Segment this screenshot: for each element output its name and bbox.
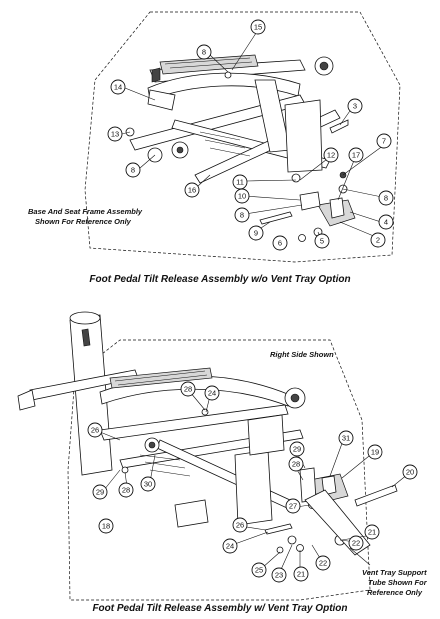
callout-5: 5	[314, 233, 330, 249]
callout-22: 22	[348, 535, 364, 551]
svg-text:13: 13	[111, 130, 119, 139]
svg-text:3: 3	[353, 102, 357, 111]
bottom-side-note: Right Side Shown	[270, 350, 334, 359]
callout-24: 24	[222, 538, 238, 554]
callout-17: 17	[348, 147, 364, 163]
callout-20: 20	[402, 464, 418, 480]
top-diagram: 15 8 14 13 8 16 3 7 8 12 17 11 10 4 8 9 …	[28, 11, 401, 285]
callout-23: 23	[271, 567, 287, 583]
svg-text:18: 18	[102, 522, 110, 531]
vent-tray-note-line2: Tube Shown For	[368, 578, 428, 587]
svg-text:16: 16	[188, 186, 196, 195]
svg-text:28: 28	[292, 460, 300, 469]
vent-tray-note-line1: Vent Tray Support	[362, 568, 427, 577]
bottom-frame	[17, 311, 306, 528]
top-reference-boundary	[84, 11, 401, 263]
callout-22: 22	[315, 555, 331, 571]
callout-8: 8	[234, 207, 250, 223]
svg-text:19: 19	[371, 448, 379, 457]
callout-10: 10	[234, 188, 250, 204]
callout-6: 6	[272, 235, 288, 251]
svg-text:21: 21	[368, 528, 376, 537]
svg-text:2: 2	[376, 236, 380, 245]
callout-27: 27	[285, 498, 301, 514]
svg-text:29: 29	[293, 445, 301, 454]
callout-28: 28	[118, 482, 134, 498]
callout-31: 31	[338, 430, 354, 446]
bottom-caption: Foot Pedal Tilt Release Assembly w/ Vent…	[92, 603, 347, 614]
callout-29: 29	[289, 441, 305, 457]
top-reference-note-line2: Shown For Reference Only	[35, 217, 132, 226]
callout-25: 25	[251, 562, 267, 578]
callout-2: 2	[370, 232, 386, 248]
callout-26: 26	[87, 422, 103, 438]
svg-text:14: 14	[114, 83, 122, 92]
bottom-diagram: 28 24 26 29 28 30 29 28 31 19 20 27 26 2…	[17, 311, 428, 614]
callout-11: 11	[232, 174, 248, 190]
svg-text:20: 20	[406, 468, 414, 477]
svg-text:15: 15	[254, 23, 262, 32]
callout-9: 9	[248, 225, 264, 241]
svg-text:10: 10	[238, 192, 246, 201]
top-callouts: 15 8 14 13 8 16 3 7 8 12 17 11 10 4 8 9 …	[107, 19, 394, 251]
top-seat-frame	[129, 54, 341, 184]
svg-text:21: 21	[297, 570, 305, 579]
callout-24: 24	[204, 385, 220, 401]
svg-text:25: 25	[255, 566, 263, 575]
callout-13: 13	[107, 126, 123, 142]
callout-21: 21	[364, 524, 380, 540]
callout-3: 3	[347, 98, 363, 114]
bottom-callouts: 28 24 26 29 28 30 29 28 31 19 20 27 26 2…	[87, 381, 418, 583]
svg-text:12: 12	[327, 151, 335, 160]
svg-text:22: 22	[352, 539, 360, 548]
svg-text:30: 30	[144, 480, 152, 489]
bottom-reference-boundary	[67, 339, 371, 601]
callout-19: 19	[367, 444, 383, 460]
callout-8: 8	[196, 44, 212, 60]
svg-text:24: 24	[226, 542, 234, 551]
callout-7: 7	[376, 133, 392, 149]
svg-text:4: 4	[384, 218, 388, 227]
top-caption: Foot Pedal Tilt Release Assembly w/o Ven…	[89, 274, 350, 285]
callout-4: 4	[378, 214, 394, 230]
svg-text:28: 28	[184, 385, 192, 394]
top-reference-note-line1: Base And Seat Frame Assembly	[28, 207, 143, 216]
svg-text:27: 27	[289, 502, 297, 511]
svg-text:8: 8	[131, 166, 135, 175]
svg-text:5: 5	[320, 237, 324, 246]
callout-8: 8	[378, 190, 394, 206]
callout-29: 29	[92, 484, 108, 500]
svg-text:17: 17	[352, 151, 360, 160]
svg-text:24: 24	[208, 389, 216, 398]
callout-8: 8	[125, 162, 141, 178]
callout-16: 16	[184, 182, 200, 198]
callout-26: 26	[232, 517, 248, 533]
callout-12: 12	[323, 147, 339, 163]
svg-text:26: 26	[91, 426, 99, 435]
svg-text:8: 8	[384, 194, 388, 203]
svg-text:6: 6	[278, 239, 282, 248]
svg-text:29: 29	[96, 488, 104, 497]
svg-text:8: 8	[202, 48, 206, 57]
svg-text:9: 9	[254, 229, 258, 238]
callout-28: 28	[180, 381, 196, 397]
callout-18: 18	[98, 518, 114, 534]
svg-text:11: 11	[236, 178, 244, 187]
svg-text:31: 31	[342, 434, 350, 443]
callout-14: 14	[110, 79, 126, 95]
svg-text:22: 22	[319, 559, 327, 568]
svg-text:26: 26	[236, 521, 244, 530]
callout-28: 28	[288, 456, 304, 472]
callout-15: 15	[250, 19, 266, 35]
svg-text:28: 28	[122, 486, 130, 495]
svg-text:7: 7	[382, 137, 386, 146]
callout-21: 21	[293, 566, 309, 582]
callout-30: 30	[140, 476, 156, 492]
svg-text:23: 23	[275, 571, 283, 580]
vent-tray-note-line3: Reference Only	[367, 588, 423, 597]
svg-text:8: 8	[240, 211, 244, 220]
